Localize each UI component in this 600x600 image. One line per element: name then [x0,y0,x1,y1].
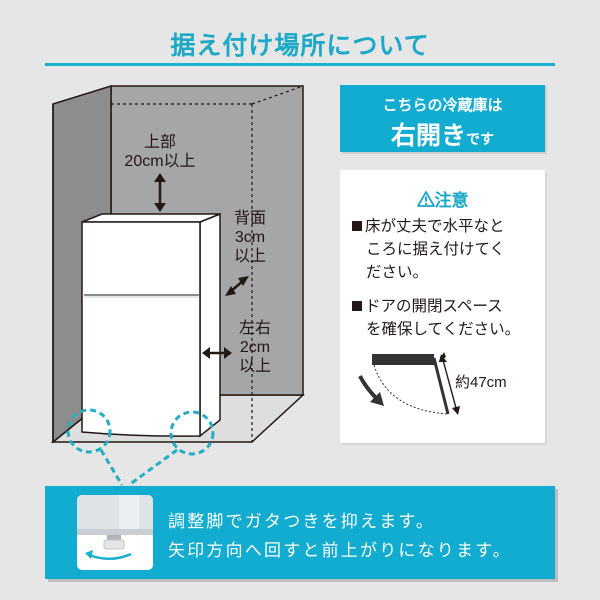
caution-item-floor: 床が丈夫で水平なと ころに据え付けてく ださい。 [352,215,542,284]
title-underline [45,63,555,66]
door-direction-suffix: です [466,132,494,148]
bullet-square-icon [352,221,362,231]
door-direction-line2: 右開きです [340,116,545,152]
caution-panel: 注意 床が丈夫で水平なと ころに据え付けてく ださい。 ドアの開閉スペース を確… [340,170,545,443]
warning-triangle-icon [416,191,435,207]
adjustable-foot-photo [77,495,153,570]
door-swing-diagram [358,352,460,415]
door-direction-line1: こちらの冷蔵庫は [382,96,503,114]
caution-item-door-space: ドアの開閉スペース を確保してください。 [352,295,542,341]
door-direction-emphasis: 右開き [390,121,466,150]
door-swing-label: 約47cm [455,374,507,391]
adjustable-foot-illustration [77,495,153,560]
side-clearance-label: 左右 2cm 以上 [238,320,271,375]
back-clearance-label: 背面 3cm 以上 [233,210,266,265]
adjustable-feet-banner: 調整脚でガタつきを抑えます。 矢印方向へ回すと前上がりになります。 [45,486,555,579]
banner-text: 調整脚でガタつきを抑えます。 矢印方向へ回すと前上がりになります。 [168,512,512,561]
door-direction-badge: こちらの冷蔵庫は 右開きです [340,85,545,152]
page-title: 据え付け場所について [170,31,430,60]
bullet-square-icon [352,301,362,311]
top-clearance-label: 上部 20cm以上 [124,134,196,170]
caution-heading: 注意 [340,186,545,211]
